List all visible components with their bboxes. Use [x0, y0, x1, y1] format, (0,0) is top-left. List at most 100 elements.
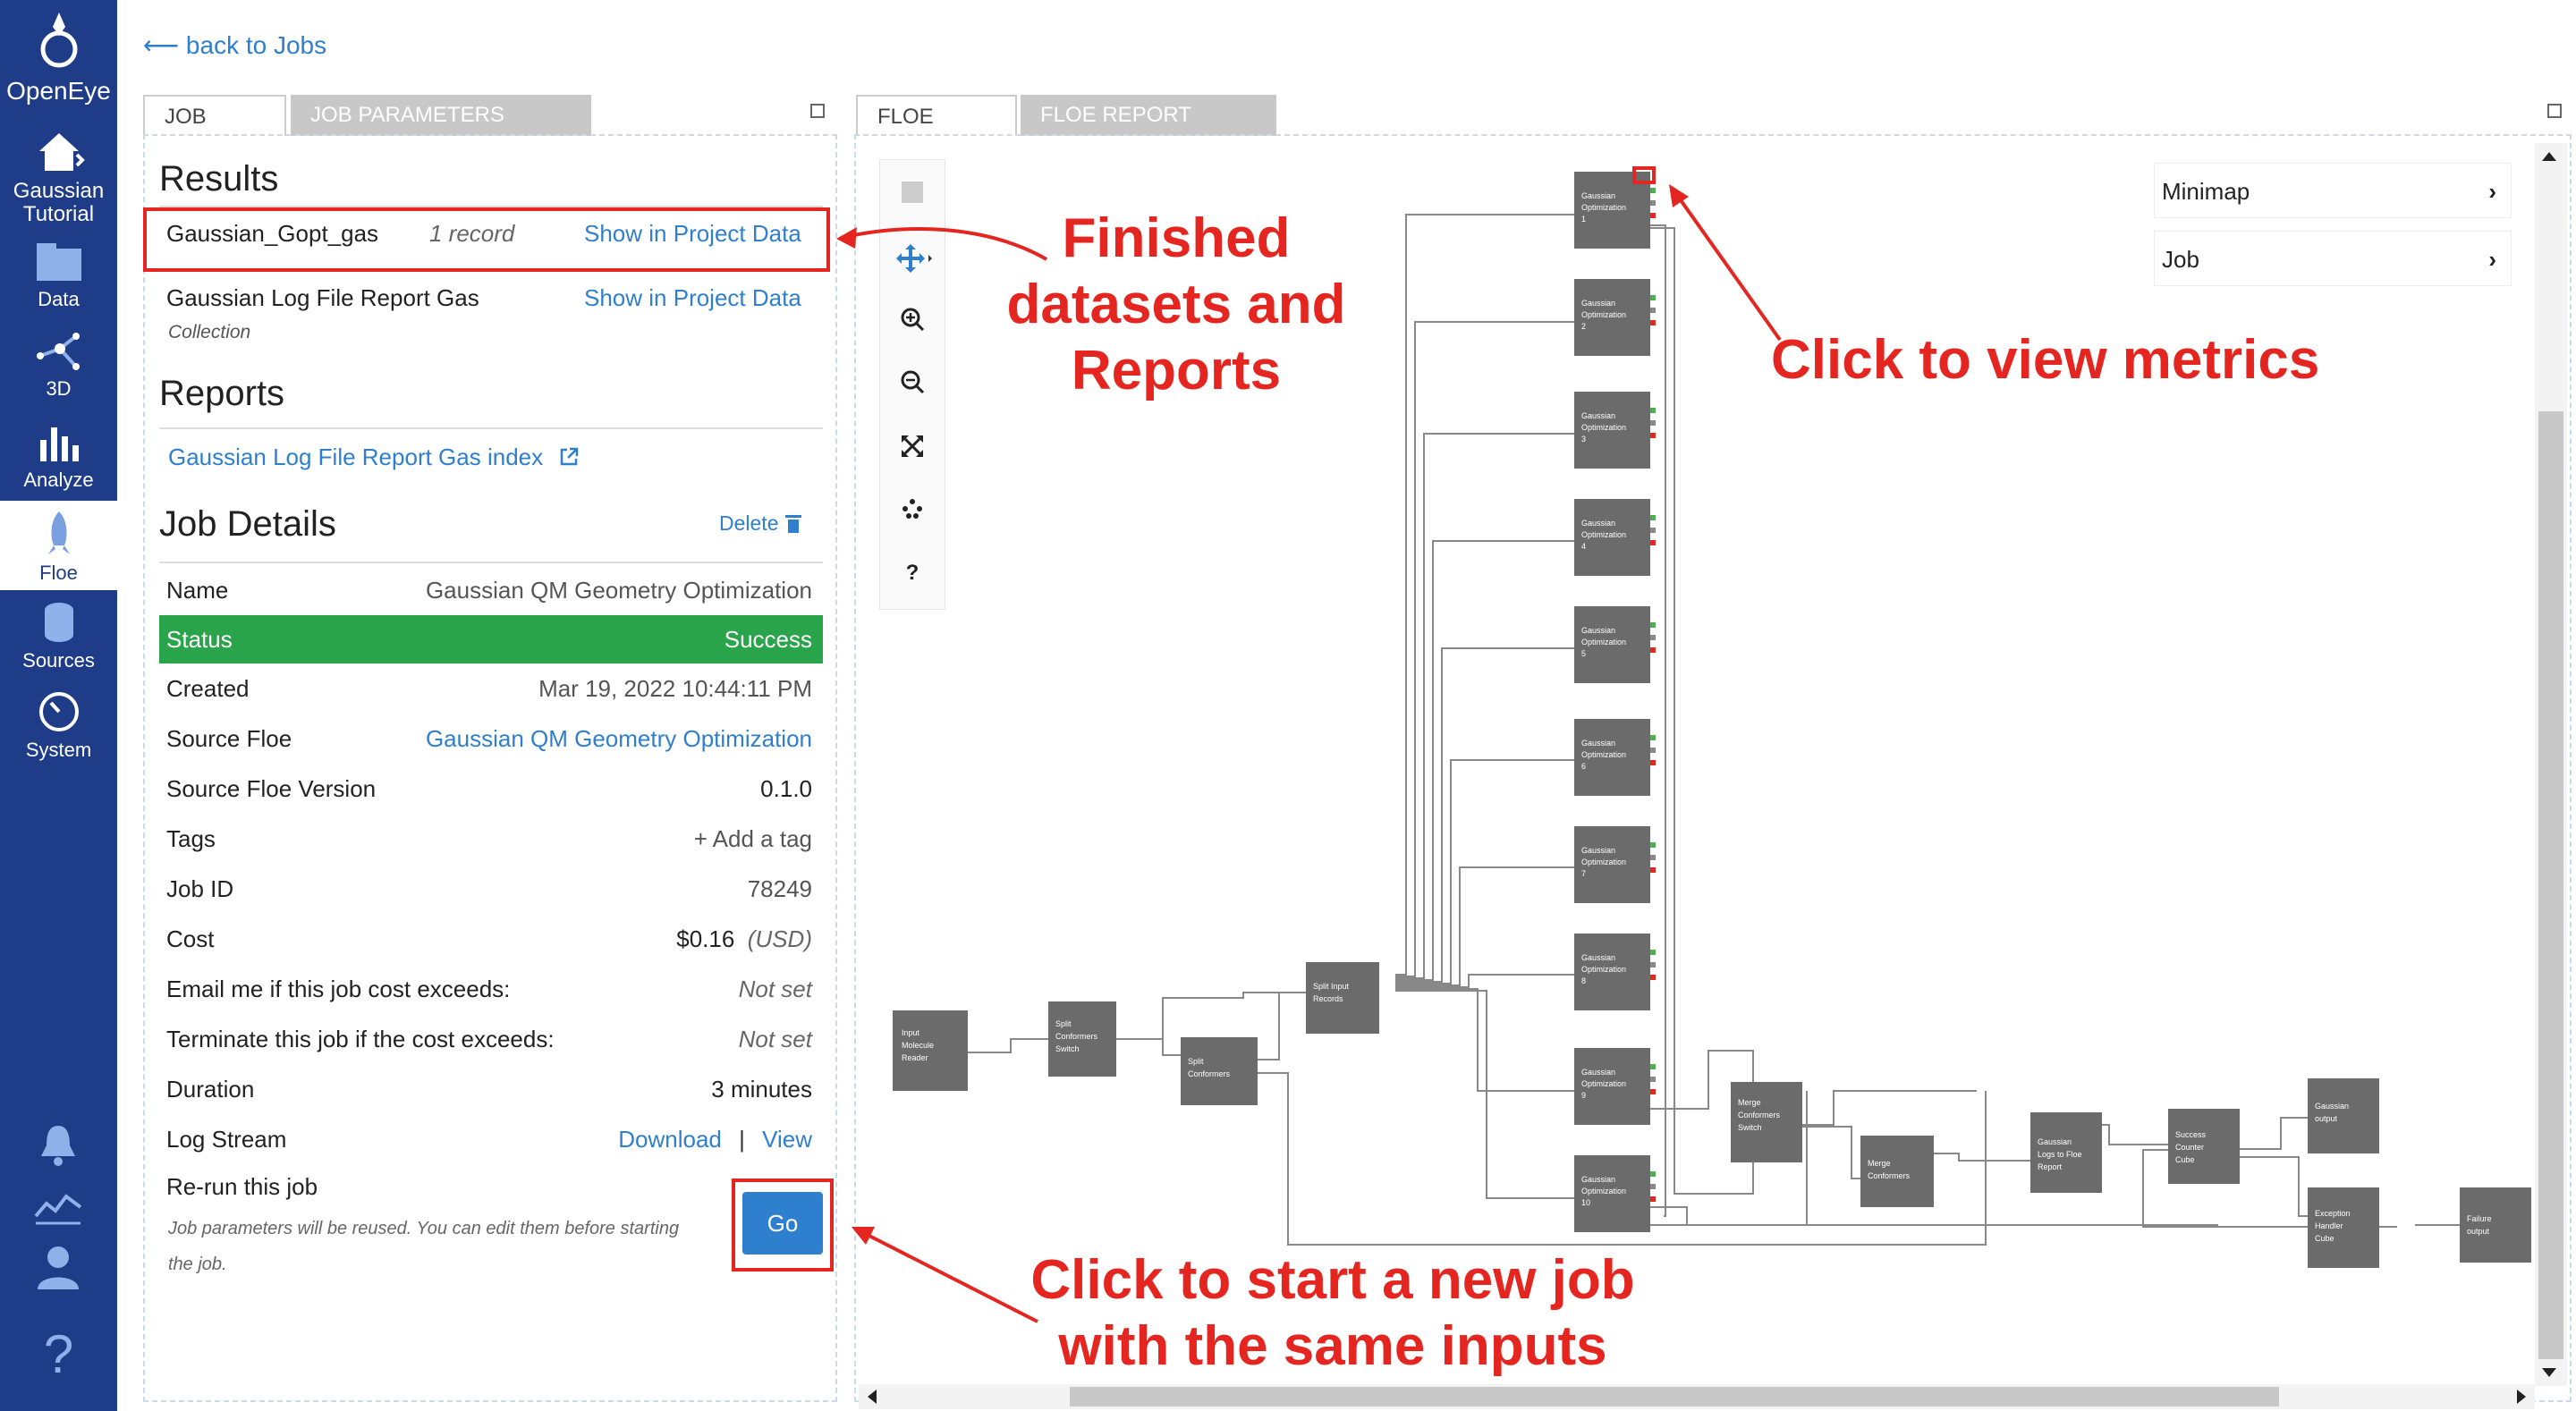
node-port[interactable]: [1650, 308, 1656, 313]
add-tag-button[interactable]: + Add a tag: [693, 825, 812, 852]
back-to-jobs-link[interactable]: ⟵ back to Jobs: [143, 31, 327, 59]
node-port[interactable]: [1650, 420, 1656, 426]
node-port[interactable]: [1650, 950, 1656, 955]
node-port[interactable]: [1650, 1196, 1656, 1202]
nav-item-sources[interactable]: Sources: [0, 601, 117, 672]
nav-item-system[interactable]: System: [0, 690, 117, 762]
reports-title: Reports: [159, 374, 285, 413]
fit-to-screen-icon[interactable]: [900, 434, 925, 459]
go-button[interactable]: Go: [742, 1192, 823, 1255]
node-port[interactable]: [1650, 735, 1656, 740]
graph-help-button[interactable]: ?: [905, 561, 919, 585]
node-port[interactable]: [1650, 760, 1656, 765]
help-icon[interactable]: ?: [43, 1324, 74, 1384]
node-port[interactable]: [1650, 295, 1656, 300]
node-port[interactable]: [1650, 188, 1656, 193]
report-link[interactable]: Gaussian Log File Report Gas index: [168, 444, 580, 471]
node-port[interactable]: [1650, 200, 1656, 206]
scroll-thumb[interactable]: [1070, 1387, 2279, 1407]
node-port[interactable]: [1650, 320, 1656, 325]
terminate-threshold-value[interactable]: Not set: [738, 1026, 812, 1052]
node-port[interactable]: [1650, 1077, 1656, 1082]
metrics-highlight-box[interactable]: [1632, 166, 1656, 184]
nav-item-project[interactable]: Gaussian Tutorial: [0, 130, 117, 226]
node-port[interactable]: [1650, 855, 1656, 860]
job-panel-toggle[interactable]: Job ›: [2154, 231, 2512, 286]
scroll-thumb[interactable]: [2538, 411, 2563, 1359]
horizontal-scrollbar[interactable]: [859, 1384, 2535, 1409]
tab-job-parameters[interactable]: JOB PARAMETERS: [291, 95, 591, 136]
tab-job[interactable]: JOB: [143, 95, 286, 136]
node-port[interactable]: [1650, 647, 1656, 653]
source-floe-link[interactable]: Gaussian QM Geometry Optimization: [425, 725, 812, 752]
show-in-project-data-link[interactable]: Show in Project Data: [584, 284, 801, 311]
node-port[interactable]: [1650, 622, 1656, 628]
node-port[interactable]: [1650, 528, 1656, 533]
delete-button[interactable]: Delete: [719, 511, 802, 536]
node-port[interactable]: [1650, 1171, 1656, 1177]
pan-icon[interactable]: [894, 242, 934, 278]
zoom-out-icon[interactable]: [900, 369, 925, 394]
node-port[interactable]: [1650, 1064, 1656, 1069]
node-port[interactable]: [1650, 748, 1656, 753]
user-icon[interactable]: [34, 1243, 82, 1291]
node-port[interactable]: [1650, 515, 1656, 520]
node-port[interactable]: [1650, 635, 1656, 640]
download-log-link[interactable]: Download: [618, 1126, 722, 1153]
tab-floe-report[interactable]: FLOE REPORT: [1021, 95, 1276, 136]
vertical-scrollbar[interactable]: [2535, 143, 2567, 1386]
node-port[interactable]: [1650, 842, 1656, 848]
node-port[interactable]: [1650, 433, 1656, 438]
layout-icon[interactable]: [900, 496, 925, 521]
node-port[interactable]: [1650, 540, 1656, 545]
minimap-toggle[interactable]: Minimap ›: [2154, 163, 2512, 218]
brand-logo[interactable]: OpenEye: [0, 9, 117, 106]
activity-icon[interactable]: [34, 1189, 82, 1225]
show-in-project-data-link[interactable]: Show in Project Data: [584, 220, 801, 247]
node-port[interactable]: [1650, 1089, 1656, 1094]
node-port[interactable]: [1650, 962, 1656, 967]
view-log-link[interactable]: View: [762, 1126, 812, 1153]
maximize-icon[interactable]: [810, 104, 825, 118]
maximize-icon[interactable]: [2547, 104, 2562, 118]
bell-icon[interactable]: [36, 1122, 80, 1167]
tab-floe[interactable]: FLOE: [856, 95, 1017, 136]
nav-item-floe[interactable]: Floe: [0, 501, 117, 590]
node-port[interactable]: [1650, 213, 1656, 218]
bar-chart-icon: [39, 427, 79, 461]
stop-icon[interactable]: [902, 182, 923, 203]
node-port[interactable]: [1650, 867, 1656, 873]
node-port[interactable]: [1650, 408, 1656, 413]
nav-item-3d[interactable]: 3D: [0, 331, 117, 401]
zoom-in-icon[interactable]: [900, 307, 925, 332]
nav-item-data[interactable]: Data: [0, 241, 117, 311]
node-port[interactable]: [1650, 1184, 1656, 1189]
nav-item-analyze[interactable]: Analyze: [0, 422, 117, 492]
email-threshold-value[interactable]: Not set: [738, 976, 812, 1002]
node-port[interactable]: [1650, 975, 1656, 980]
node-box: [1574, 826, 1650, 903]
